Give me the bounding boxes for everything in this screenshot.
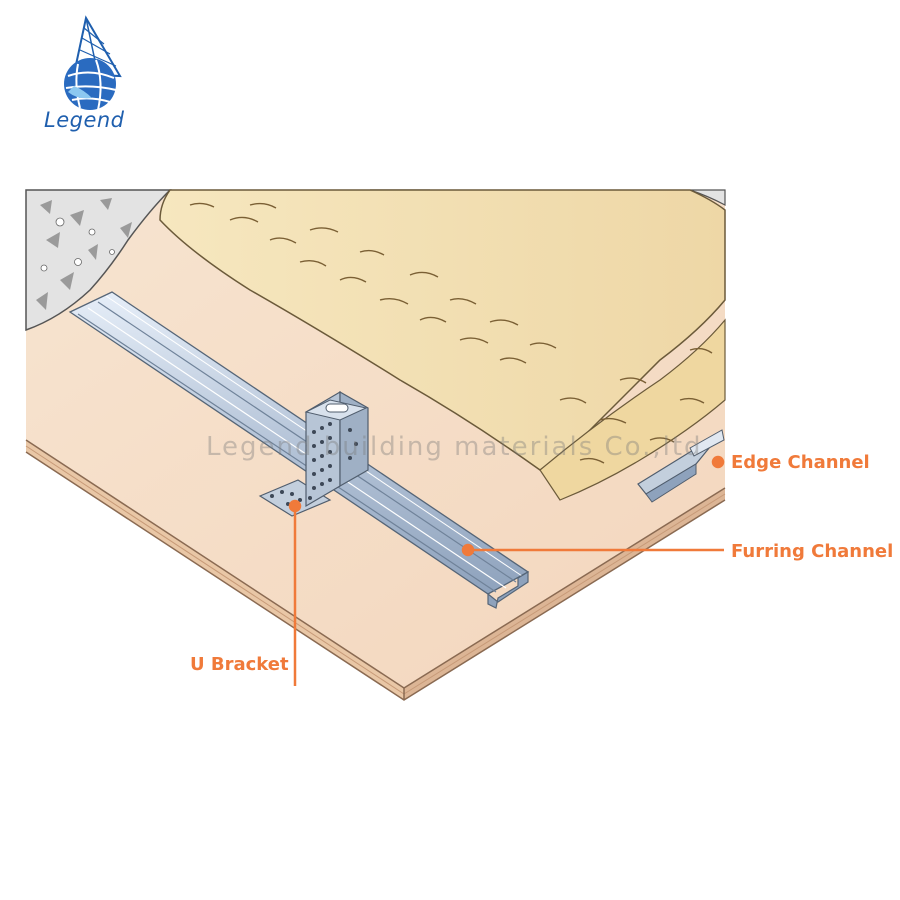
u-bracket-label: U Bracket — [190, 654, 289, 675]
furring-channel-label: Furring Channel — [731, 541, 894, 562]
brand-logo — [38, 14, 138, 134]
sailboat-globe-icon — [64, 15, 122, 111]
concrete-slab — [25, 189, 726, 332]
callout-lines — [288, 455, 725, 686]
brand-name: Legend — [44, 108, 125, 132]
u-bracket — [258, 390, 369, 517]
watermark-text: Legend building materials Co.,ltd — [206, 432, 703, 462]
edge-channel-label: Edge Channel — [731, 452, 870, 473]
edge-channel — [637, 429, 725, 503]
insulation-wool — [159, 189, 726, 501]
